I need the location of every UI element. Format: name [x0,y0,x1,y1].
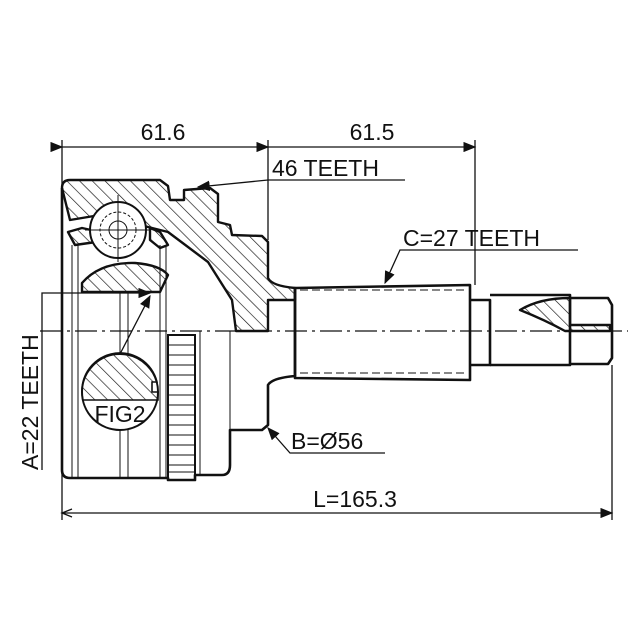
dim-housing-label: 61.6 [141,119,186,145]
cage-section-right [148,226,170,250]
dim-shaft-label: 61.5 [350,119,395,145]
fig2-detail: FIG2 [81,352,159,431]
fig2-label: FIG2 [94,401,145,427]
housing-section [60,178,297,333]
shaft-spline-label: C=27 TEETH [403,225,540,251]
shaft-end-section [518,296,612,333]
abs-ring [167,334,196,481]
abs-teeth-label: 46 TEETH [272,155,379,181]
overall-length-label: L=165.3 [313,486,397,512]
shaft-stub [570,296,614,366]
ball [85,195,150,262]
abs-ring-teeth [168,344,195,473]
inner-spline-label: A=22 TEETH [17,334,43,470]
dim-arrow-left [60,508,73,518]
shaft-spline [293,283,472,382]
seal-diameter-leader [267,427,385,454]
inner-race-section [80,261,170,294]
seal-diameter-label: B=Ø56 [291,428,363,454]
abs-teeth-leader [196,179,405,192]
shaft-neck [470,298,492,367]
shaft-spline-leader [384,249,578,285]
fig2-leader [119,294,151,355]
inner-spline-leader [41,287,152,470]
housing-outline [60,188,297,482]
